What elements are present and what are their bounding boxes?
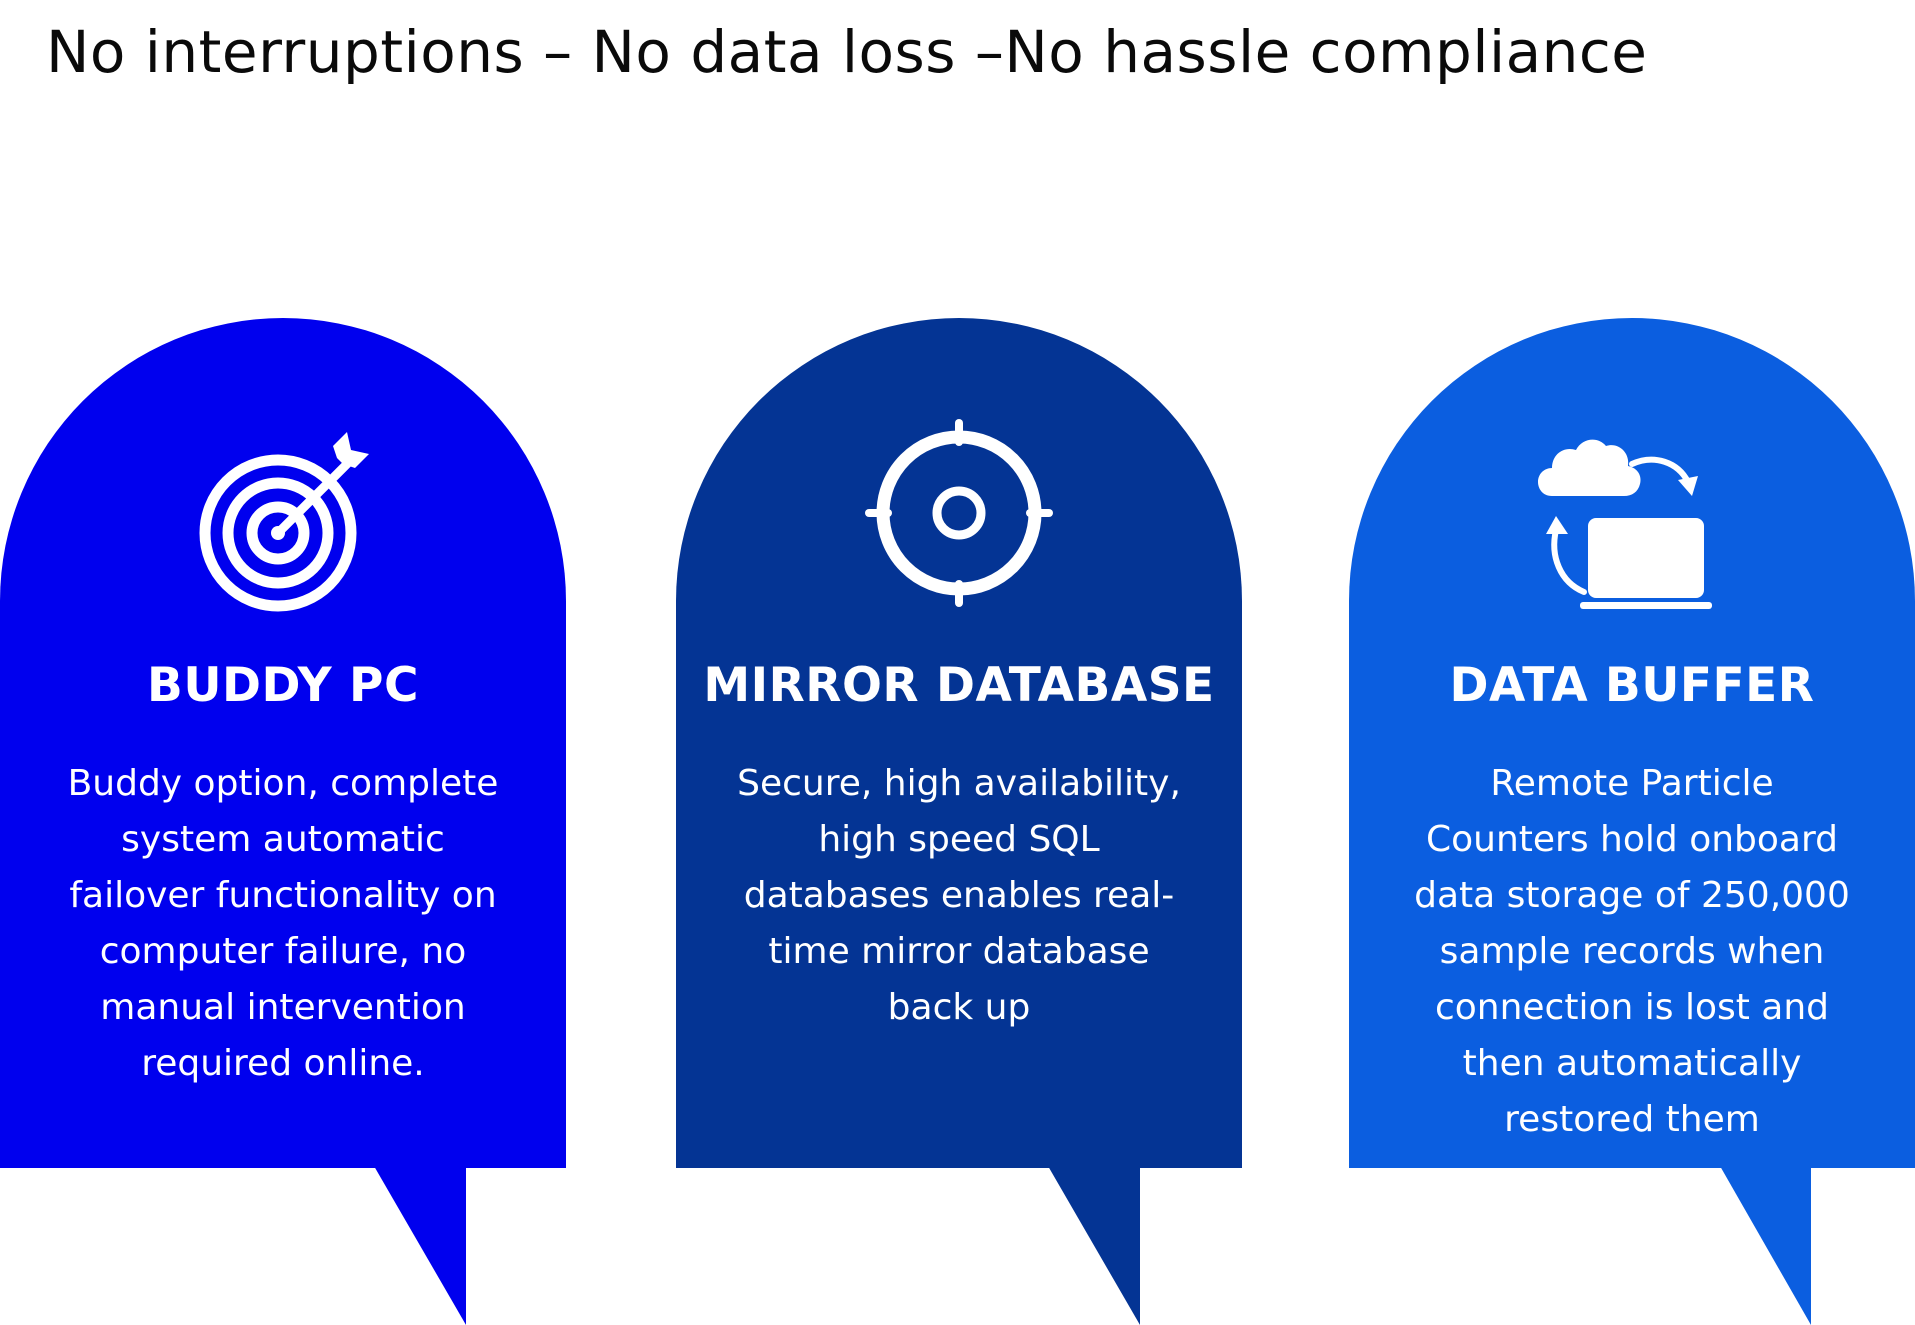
card-title: DATA BUFFER bbox=[1449, 658, 1815, 713]
card-title: BUDDY PC bbox=[147, 658, 419, 713]
page-title: No interruptions – No data loss –No hass… bbox=[46, 18, 1648, 86]
description-line: databases enables real- bbox=[743, 875, 1175, 916]
card-title: MIRROR DATABASE bbox=[703, 658, 1215, 713]
description-line: back up bbox=[887, 987, 1031, 1028]
cloud-sync-laptop-icon bbox=[1532, 418, 1732, 618]
card-data-buffer: DATA BUFFER Remote Particle Counters hol… bbox=[1349, 318, 1915, 1325]
description-line: manual intervention bbox=[100, 987, 466, 1028]
card-tail bbox=[676, 1166, 1242, 1325]
crosshair-icon bbox=[859, 418, 1059, 618]
target-arrow-icon bbox=[183, 418, 383, 618]
description-line: Remote Particle bbox=[1490, 763, 1774, 804]
description-line: time mirror database bbox=[768, 931, 1150, 972]
description-line: then automatically bbox=[1462, 1043, 1802, 1084]
card-description: Secure, high availability, high speed SQ… bbox=[714, 756, 1204, 1036]
description-line: Secure, high availability, bbox=[737, 763, 1181, 804]
description-line: Buddy option, complete bbox=[67, 763, 499, 804]
card-description: Remote Particle Counters hold onboard da… bbox=[1387, 756, 1877, 1148]
description-line: failover functionality on bbox=[69, 875, 497, 916]
card-description: Buddy option, complete system automatic … bbox=[38, 756, 528, 1092]
description-line: data storage of 250,000 bbox=[1414, 875, 1850, 916]
card-buddy-pc: BUDDY PC Buddy option, complete system a… bbox=[0, 318, 566, 1325]
description-line: connection is lost and bbox=[1434, 987, 1830, 1028]
description-line: required online. bbox=[141, 1043, 425, 1084]
card-tail bbox=[1349, 1166, 1915, 1325]
description-line: Counters hold onboard bbox=[1426, 819, 1838, 860]
card-tail bbox=[0, 1166, 566, 1325]
description-line: computer failure, no bbox=[99, 931, 467, 972]
description-line: restored them bbox=[1504, 1099, 1760, 1140]
description-line: system automatic bbox=[121, 819, 445, 860]
card-shape bbox=[676, 318, 1242, 1168]
description-line: sample records when bbox=[1439, 931, 1825, 972]
card-mirror-database: MIRROR DATABASE Secure, high availabilit… bbox=[676, 318, 1242, 1325]
card-shape bbox=[1349, 318, 1915, 1168]
description-line: high speed SQL bbox=[818, 819, 1100, 860]
